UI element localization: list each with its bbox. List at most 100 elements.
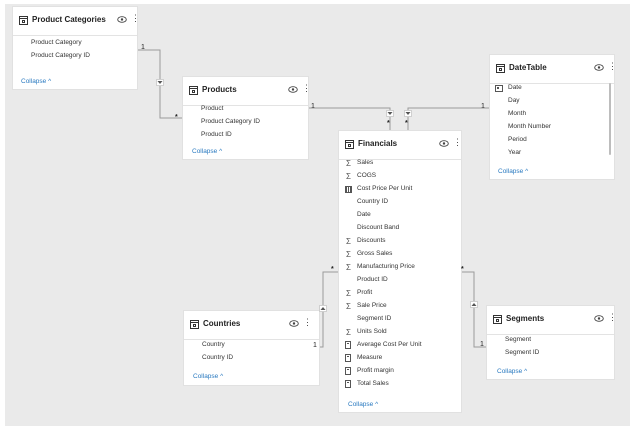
more-options-icon[interactable]: ⋮ [302, 83, 311, 93]
sigma-icon: Σ [346, 289, 351, 298]
rel-line-products-financials [309, 107, 391, 130]
card-header[interactable]: Countries ⋮ [184, 311, 319, 340]
field-item[interactable]: Product Category [31, 39, 82, 46]
eye-icon[interactable] [594, 64, 604, 71]
collapse-link[interactable]: Collapse ^ [192, 148, 223, 155]
calculator-icon [345, 367, 351, 375]
card-header[interactable]: Product Categories ⋮ [13, 7, 140, 36]
table-card-countries[interactable]: Countries ⋮ Country Country ID Collapse … [183, 310, 320, 386]
field-item[interactable]: Product [201, 105, 224, 112]
field-item[interactable]: Product ID [357, 276, 388, 283]
cardinality-many: * [331, 266, 334, 273]
field-item[interactable]: Total Sales [339, 378, 461, 391]
cardinality-one: 1 [480, 341, 484, 348]
table-icon [493, 315, 502, 324]
more-options-icon[interactable]: ⋮ [608, 312, 617, 322]
field-item[interactable]: Segment ID [505, 349, 540, 356]
scrollbar[interactable] [609, 83, 611, 155]
collapse-link[interactable]: Collapse ^ [21, 78, 52, 85]
more-options-icon[interactable]: ⋮ [608, 61, 617, 71]
table-card-products[interactable]: Products ⋮ Product Product Category ID P… [182, 76, 311, 160]
calculator-icon [345, 341, 351, 349]
collapse-link[interactable]: Collapse ^ [497, 368, 528, 375]
eye-icon[interactable] [594, 315, 604, 322]
arrow-down-icon [157, 81, 163, 84]
field-item[interactable]: Average Cost Per Unit [339, 339, 461, 352]
cardinality-many: * [461, 266, 464, 273]
table-icon [19, 16, 28, 25]
table-grid-icon [345, 186, 352, 193]
card-title: Countries [203, 319, 241, 328]
filter-direction-arrow[interactable] [404, 110, 412, 117]
field-item[interactable]: Segment [505, 336, 532, 343]
eye-icon[interactable] [289, 320, 299, 327]
field-item[interactable]: Country ID [202, 354, 234, 361]
cardinality-many: * [405, 120, 408, 127]
field-item[interactable]: Date [357, 211, 371, 218]
card-header[interactable]: Segments ⋮ [487, 306, 617, 335]
card-header[interactable]: DateTable ⋮ [490, 55, 617, 84]
collapse-link[interactable]: Collapse ^ [193, 373, 224, 380]
table-card-datetable[interactable]: DateTable ⋮ Date Day Month Month Number … [489, 54, 617, 180]
field-item[interactable]: Period [508, 136, 527, 143]
filter-direction-arrow[interactable] [470, 301, 478, 308]
more-options-icon[interactable]: ⋮ [303, 317, 312, 327]
field-item[interactable]: Profit margin [339, 365, 461, 378]
field-item[interactable]: Product Category ID [31, 52, 90, 59]
more-options-icon[interactable]: ⋮ [453, 137, 462, 147]
field-item[interactable]: Product ID [201, 131, 232, 138]
table-icon [189, 86, 198, 95]
card-title: Financials [358, 139, 398, 148]
field-item[interactable]: Day [508, 97, 520, 104]
field-item[interactable]: Segment ID [357, 315, 392, 322]
collapse-link[interactable]: Collapse ^ [498, 168, 529, 175]
arrow-down-icon [387, 112, 393, 115]
table-card-product-categories[interactable]: Product Categories ⋮ Product Category Pr… [12, 6, 140, 90]
cardinality-one: 1 [141, 44, 145, 51]
field-item[interactable]: Country ID [357, 198, 389, 205]
eye-icon[interactable] [117, 16, 127, 23]
field-item[interactable]: Month Number [508, 123, 551, 130]
arrow-up-icon [471, 303, 477, 306]
field-item[interactable]: Discount Band [357, 224, 400, 231]
rel-line-datetable-financials [407, 107, 489, 130]
sigma-icon: Σ [346, 250, 351, 259]
sigma-icon: Σ [346, 328, 351, 337]
table-card-segments[interactable]: Segments ⋮ Segment Segment ID Collapse ^ [486, 305, 617, 380]
table-icon [345, 140, 354, 149]
calculator-icon [345, 380, 351, 388]
cardinality-many: * [175, 114, 178, 121]
card-title: Product Categories [32, 15, 106, 24]
eye-icon[interactable] [288, 86, 298, 93]
card-header[interactable]: Products ⋮ [183, 77, 311, 106]
filter-direction-arrow[interactable] [386, 110, 394, 117]
card-header[interactable]: Financials ⋮ [339, 131, 462, 160]
field-item[interactable]: Country [202, 341, 225, 348]
cardinality-one: 1 [481, 103, 485, 110]
sigma-icon: Σ [346, 263, 351, 272]
field-item[interactable]: Product Category ID [201, 118, 260, 125]
field-item[interactable]: Date [490, 82, 614, 95]
field-item[interactable]: Cost Price Per Unit [339, 183, 461, 196]
calculator-icon [345, 354, 351, 362]
calendar-icon [495, 85, 503, 92]
collapse-link[interactable]: Collapse ^ [348, 401, 379, 408]
field-item[interactable]: Measure [339, 352, 461, 365]
field-item[interactable]: Month [508, 110, 527, 117]
card-title: DateTable [509, 63, 547, 72]
filter-direction-arrow[interactable] [319, 305, 327, 312]
eye-icon[interactable] [439, 140, 449, 147]
more-options-icon[interactable]: ⋮ [131, 13, 140, 23]
field-item[interactable]: Year [508, 149, 522, 156]
filter-direction-arrow[interactable] [156, 79, 164, 86]
sigma-icon: Σ [346, 172, 351, 181]
